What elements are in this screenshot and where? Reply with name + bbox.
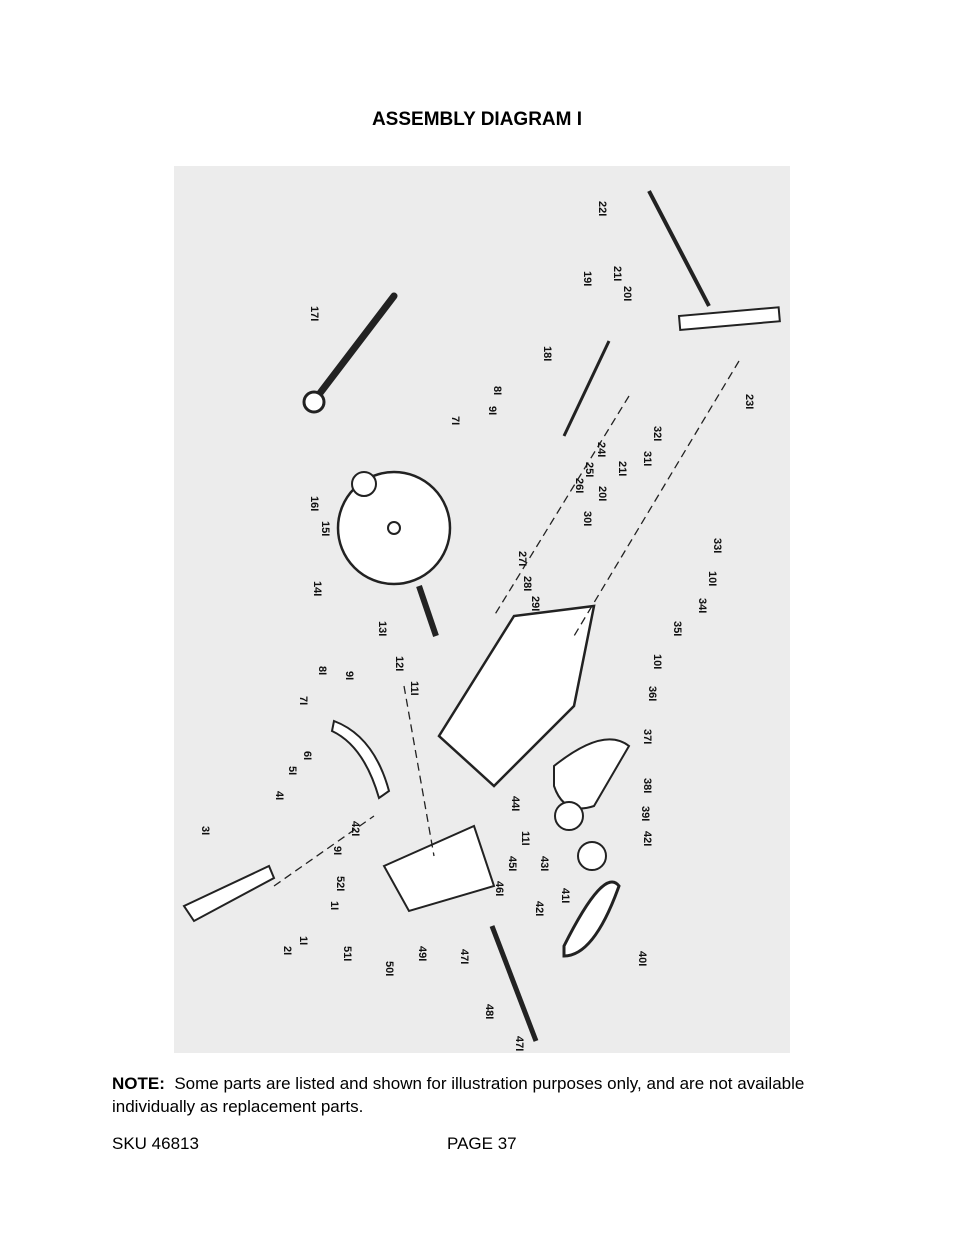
- part-callout-label: 8I: [316, 666, 328, 675]
- part-callout-label: 11I: [408, 681, 420, 696]
- part-callout-label: 28I: [521, 576, 533, 591]
- footer-sku: SKU 46813: [112, 1134, 199, 1153]
- part-callout-label: 27I: [516, 551, 528, 566]
- part-callout-label: 31I: [641, 451, 653, 466]
- drive-belt-part: [562, 880, 621, 958]
- part-callout-label: 20I: [621, 286, 633, 301]
- part-callout-label: 10I: [706, 571, 718, 586]
- part-callout-label: 7I: [297, 696, 309, 705]
- part-callout-label: 15I: [319, 521, 331, 536]
- part-callout-label: 9I: [343, 671, 355, 680]
- saw-blade-part: [336, 470, 452, 586]
- part-callout-label: 38I: [641, 778, 653, 793]
- part-callout-label: 23I: [743, 394, 755, 409]
- footer-page-number: PAGE 37: [447, 1134, 517, 1153]
- part-callout-label: 42I: [349, 821, 361, 836]
- part-callout-label: 44I: [509, 796, 521, 811]
- part-callout-label: 24I: [595, 442, 607, 457]
- part-callout-label: 4I: [273, 791, 285, 800]
- wrench-part: [310, 292, 398, 405]
- part-callout-label: 19I: [581, 271, 593, 286]
- part-callout-label: 40I: [636, 951, 648, 966]
- part-callout-label: 3I: [199, 826, 211, 835]
- part-callout-label: 51I: [341, 946, 353, 961]
- part-callout-label: 34I: [696, 598, 708, 613]
- part-callout-label: 39I: [639, 806, 651, 821]
- part-callout-label: 29I: [529, 596, 541, 611]
- note-label: NOTE:: [112, 1074, 165, 1093]
- part-callout-label: 9I: [331, 846, 343, 855]
- part-callout-label: 10I: [651, 654, 663, 669]
- housing-part: [437, 604, 596, 788]
- part-callout-label: 21I: [611, 266, 623, 281]
- part-callout-label: 6I: [301, 751, 313, 760]
- part-callout-label: 16I: [308, 496, 320, 511]
- part-callout-label: 21I: [616, 461, 628, 476]
- part-callout-label: 49I: [416, 946, 428, 961]
- part-callout-label: 37I: [641, 729, 653, 744]
- part-callout-label: 35I: [671, 621, 683, 636]
- part-callout-label: 5I: [286, 766, 298, 775]
- part-callout-label: 8I: [491, 386, 503, 395]
- part-callout-label: 41I: [559, 888, 571, 903]
- part-callout-label: 45I: [506, 856, 518, 871]
- part-callout-label: 25I: [583, 462, 595, 477]
- part-callout-label: 7I: [449, 416, 461, 425]
- note-paragraph: NOTE: Some parts are listed and shown fo…: [112, 1072, 832, 1118]
- part-callout-label: 36I: [646, 686, 658, 701]
- part-callout-label: 50I: [383, 961, 395, 976]
- part-callout-label: 43I: [538, 856, 550, 871]
- part-callout-label: 26I: [573, 478, 585, 493]
- part-callout-label: 22I: [596, 201, 608, 216]
- part-callout-label: 42I: [641, 831, 653, 846]
- part-callout-label: 14I: [311, 581, 323, 596]
- part-callout-label: 32I: [651, 426, 663, 441]
- part-callout-label: 47I: [458, 949, 470, 964]
- part-callout-label: 30I: [581, 511, 593, 526]
- part-callout-label: 47I: [513, 1036, 525, 1051]
- part-callout-label: 17I: [308, 306, 320, 321]
- part-callout-label: 2I: [281, 946, 293, 955]
- part-callout-label: 52I: [334, 876, 346, 891]
- part-callout-label: 12I: [393, 656, 405, 671]
- part-callout-label: 13I: [376, 621, 388, 636]
- note-text: Some parts are listed and shown for illu…: [112, 1074, 805, 1116]
- part-callout-label: 18I: [541, 346, 553, 361]
- part-callout-label: 1I: [297, 936, 309, 945]
- part-callout-label: 11I: [519, 831, 531, 846]
- part-callout-label: 20I: [596, 486, 608, 501]
- part-callout-label: 33I: [711, 538, 723, 553]
- part-callout-label: 46I: [493, 881, 505, 896]
- part-callout-label: 42I: [533, 901, 545, 916]
- part-callout-label: 9I: [486, 406, 498, 415]
- page-title: ASSEMBLY DIAGRAM I: [371, 109, 583, 130]
- part-callout-label: 48I: [483, 1004, 495, 1019]
- part-callout-label: 1I: [328, 901, 340, 910]
